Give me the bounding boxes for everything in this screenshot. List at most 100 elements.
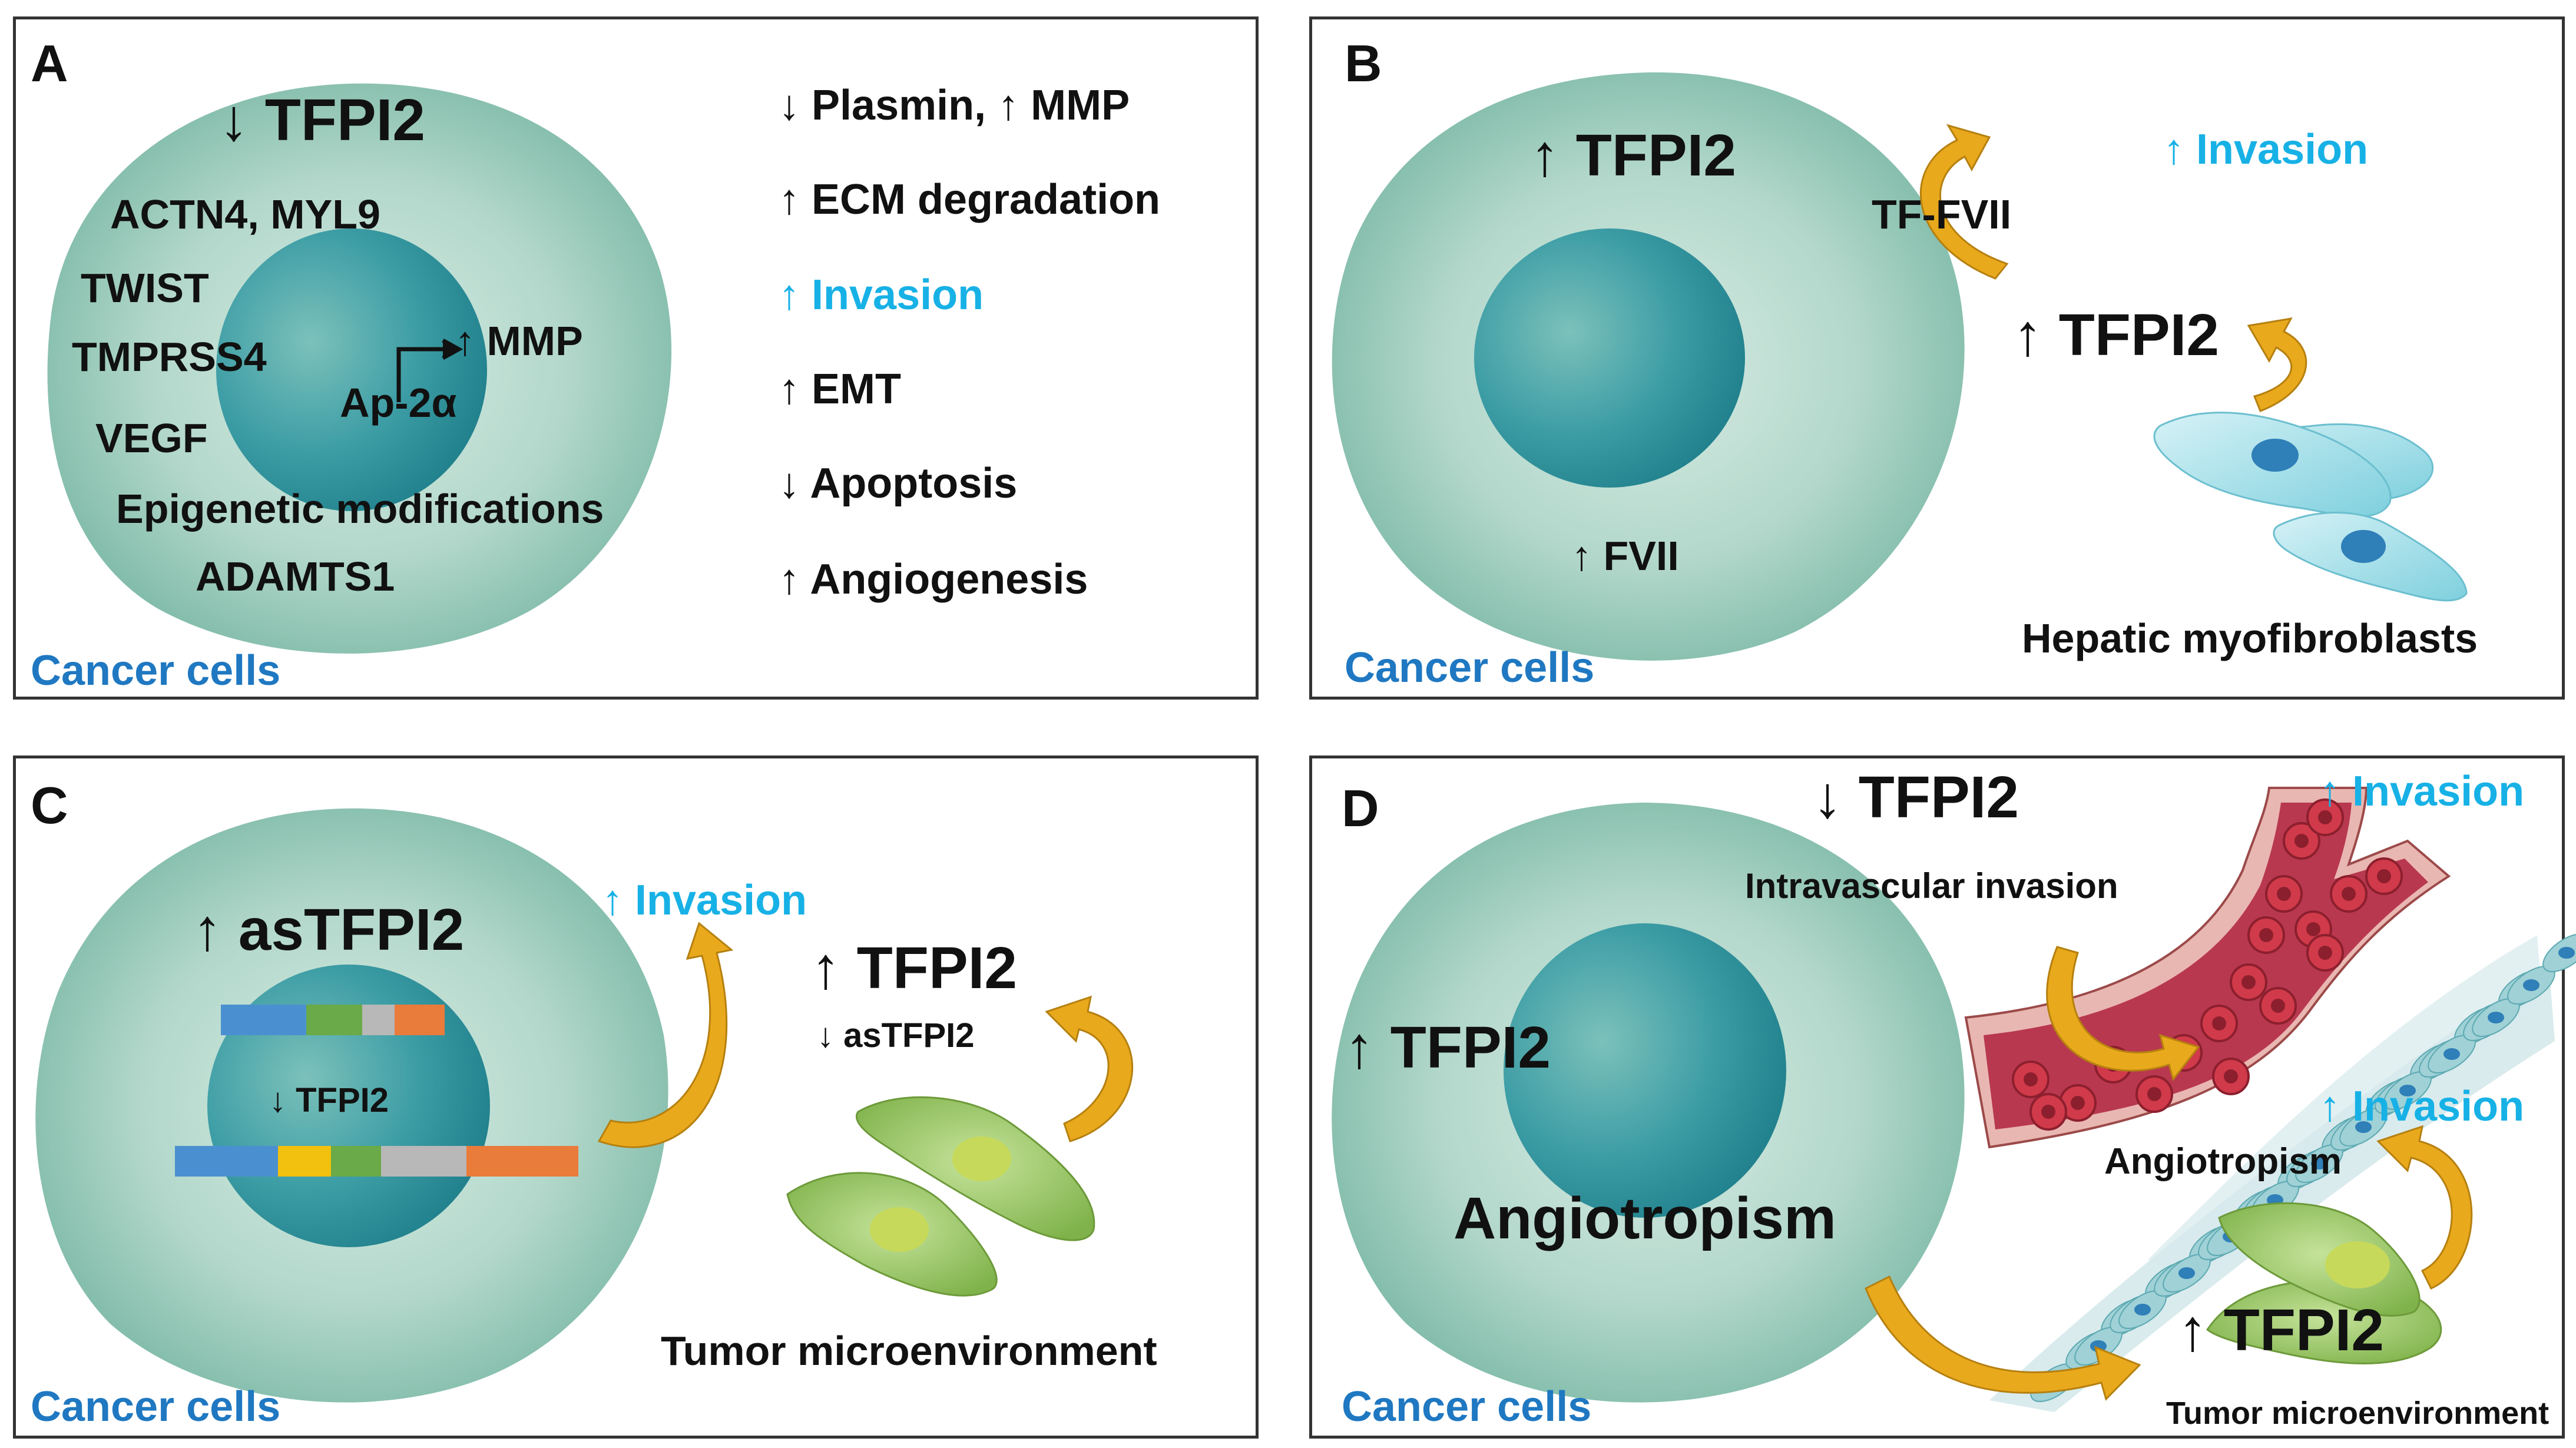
mmp-label: ↑ MMP [455, 318, 583, 364]
panel-letter: A [31, 34, 68, 92]
red-blood-cell-center [2147, 1087, 2161, 1101]
factor-vegf: VEGF [95, 415, 208, 461]
red-blood-cell-center [2071, 1096, 2085, 1110]
tfpi2-up-cell: ↑ TFPI2 [1345, 1015, 1551, 1081]
gene-bar-bottom [175, 1146, 578, 1177]
endothelial-nucleus [2134, 1304, 2151, 1316]
invasion-mid-label: ↑ Invasion [2319, 1083, 2524, 1130]
cancer-cells-label: Cancer cells [31, 1383, 280, 1430]
endothelial-nucleus [2523, 979, 2539, 991]
red-blood-cell-center [2259, 928, 2273, 942]
panel-letter: D [1342, 779, 1379, 837]
endothelial-nucleus [2355, 1121, 2372, 1133]
cell-nucleus [1474, 228, 1745, 488]
panel-letter: B [1345, 34, 1382, 92]
ap2-label: Ap-2α [340, 380, 457, 426]
gene-segment [395, 1005, 445, 1035]
mmp-promoter-arrow [396, 338, 463, 402]
panel-d-graphic: ↓ TFPI2 Intravascular invasion ↑ Invasio… [1332, 764, 2576, 1431]
astfpi2-down-small: ↓ asTFPI2 [817, 1016, 975, 1055]
red-blood-cell-center [2377, 869, 2391, 883]
panel-b: ↑ TFPI2 ↑ FVII TF-FVII ↑ Invasion ↑ TFPI… [1309, 16, 2565, 700]
red-blood-cell-center [2241, 975, 2256, 989]
curved-arrow-icon [1045, 995, 1134, 1142]
red-blood-cell-center [2294, 834, 2309, 848]
fibroblast-nucleus [2325, 1241, 2390, 1288]
tme-fibroblasts-d [2206, 1202, 2442, 1364]
fibroblast-nucleus [870, 1207, 929, 1252]
gene-segment [221, 1005, 306, 1035]
tfpi2-up-tme: ↑ TFPI2 [2178, 1297, 2384, 1363]
fibroblast-nucleus [952, 1136, 1011, 1181]
panel-b-graphic: ↑ TFPI2 ↑ FVII TF-FVII ↑ Invasion ↑ TFPI… [1332, 34, 2478, 691]
endothelial-nucleus [2311, 1158, 2327, 1169]
myofibroblasts [2153, 412, 2468, 602]
panel-a-graphic: ↓ TFPI2 ACTN4, MYL9 TWIST TMPRSS4 VEGF E… [31, 34, 1160, 694]
effect-angiogenesis: ↑ Angiogenesis [779, 556, 1088, 603]
myofibroblast-nucleus [2251, 439, 2299, 472]
curved-arrow-icon [2247, 317, 2307, 412]
panel-c: ↑ asTFPI2 ↓ TFPI2 ↑ Invasion ↑ TFPI2 ↓ a… [13, 756, 1259, 1439]
gene-segment [278, 1146, 331, 1177]
gene-segment [331, 1146, 381, 1177]
panel-d: ↓ TFPI2 Intravascular invasion ↑ Invasio… [1309, 756, 2576, 1439]
panel-c-graphic: ↑ asTFPI2 ↓ TFPI2 ↑ Invasion ↑ TFPI2 ↓ a… [31, 776, 1157, 1430]
red-blood-cell-center [2224, 1069, 2238, 1083]
invasion-label: ↑ Invasion [602, 877, 807, 924]
red-blood-cell-center [2277, 887, 2291, 901]
tfpi2-up-fibroblast: ↑ TFPI2 [2013, 302, 2219, 368]
cancer-cells-label: Cancer cells [1342, 1383, 1591, 1430]
curved-arrows-d [1865, 946, 2473, 1401]
invasion-top-label: ↑ Invasion [2319, 768, 2524, 815]
endothelial-nucleus [2488, 1012, 2504, 1023]
tfpi2-down-label: ↓ TFPI2 [219, 87, 425, 153]
effect-invasion: ↑ Invasion [779, 271, 984, 319]
tumor-microenvironment-label: Tumor microenvironment [2166, 1396, 2549, 1431]
gene-segment [466, 1146, 578, 1177]
red-blood-cell-center [2212, 1016, 2226, 1031]
gene-segment [306, 1005, 362, 1035]
endothelial-nucleus [2178, 1267, 2195, 1279]
factor-actn4: ACTN4, MYL9 [110, 191, 380, 237]
red-blood-cell-center [2024, 1072, 2038, 1086]
curved-arrow-icon [2046, 946, 2200, 1082]
endothelial-nucleus [2558, 947, 2575, 959]
factor-tmprss4: TMPRSS4 [72, 334, 267, 380]
effect-apoptosis: ↓ Apoptosis [779, 460, 1017, 507]
astfpi2-up-label: ↑ asTFPI2 [193, 897, 464, 963]
factor-adamts1: ADAMTS1 [196, 554, 395, 599]
curved-arrow-icon [1920, 124, 2009, 280]
tfpi2-down-vessel: ↓ TFPI2 [1813, 764, 2019, 830]
angiotropism-small-label: Angiotropism [2104, 1141, 2342, 1182]
curved-arrows-b [1920, 124, 2307, 412]
red-blood-cell-center [2271, 999, 2285, 1013]
tme-fibroblasts [786, 1096, 1095, 1297]
curved-arrow-icon [597, 922, 734, 1148]
endothelial-nucleus [2399, 1085, 2416, 1096]
cell-nucleus [216, 228, 487, 511]
red-blood-cell-center [2342, 887, 2356, 901]
red-blood-cell-center [2318, 946, 2332, 960]
fvii-label: ↑ FVII [1571, 533, 1679, 579]
endothelial-nucleus [2090, 1340, 2107, 1352]
effect-ecm: ↑ ECM degradation [779, 176, 1160, 223]
cancer-cell-b [1332, 72, 1965, 661]
curved-arrows-c [597, 922, 1134, 1148]
cell-nucleus [1504, 923, 1786, 1218]
intravascular-invasion-label: Intravascular invasion [1745, 866, 2118, 906]
endothelial-nucleus [2443, 1048, 2460, 1060]
cancer-cells-label: Cancer cells [31, 647, 280, 694]
factor-twist: TWIST [81, 265, 209, 311]
cancer-cell-d [1332, 803, 1965, 1403]
gene-bar-top [221, 1005, 445, 1035]
red-blood-cells [2012, 798, 2403, 1131]
tfpi2-up-cell: ↑ TFPI2 [1530, 122, 1736, 188]
myofibroblast-nucleus [2341, 530, 2386, 563]
gene-segment [175, 1146, 278, 1177]
tfpi2-down-small: ↓ TFPI2 [269, 1081, 389, 1119]
fibroblast-cell [2218, 1202, 2421, 1317]
panel-letter: C [31, 776, 68, 834]
cancer-cells-label: Cancer cells [1345, 644, 1594, 691]
panel-a: ↓ TFPI2 ACTN4, MYL9 TWIST TMPRSS4 VEGF E… [13, 16, 1259, 700]
